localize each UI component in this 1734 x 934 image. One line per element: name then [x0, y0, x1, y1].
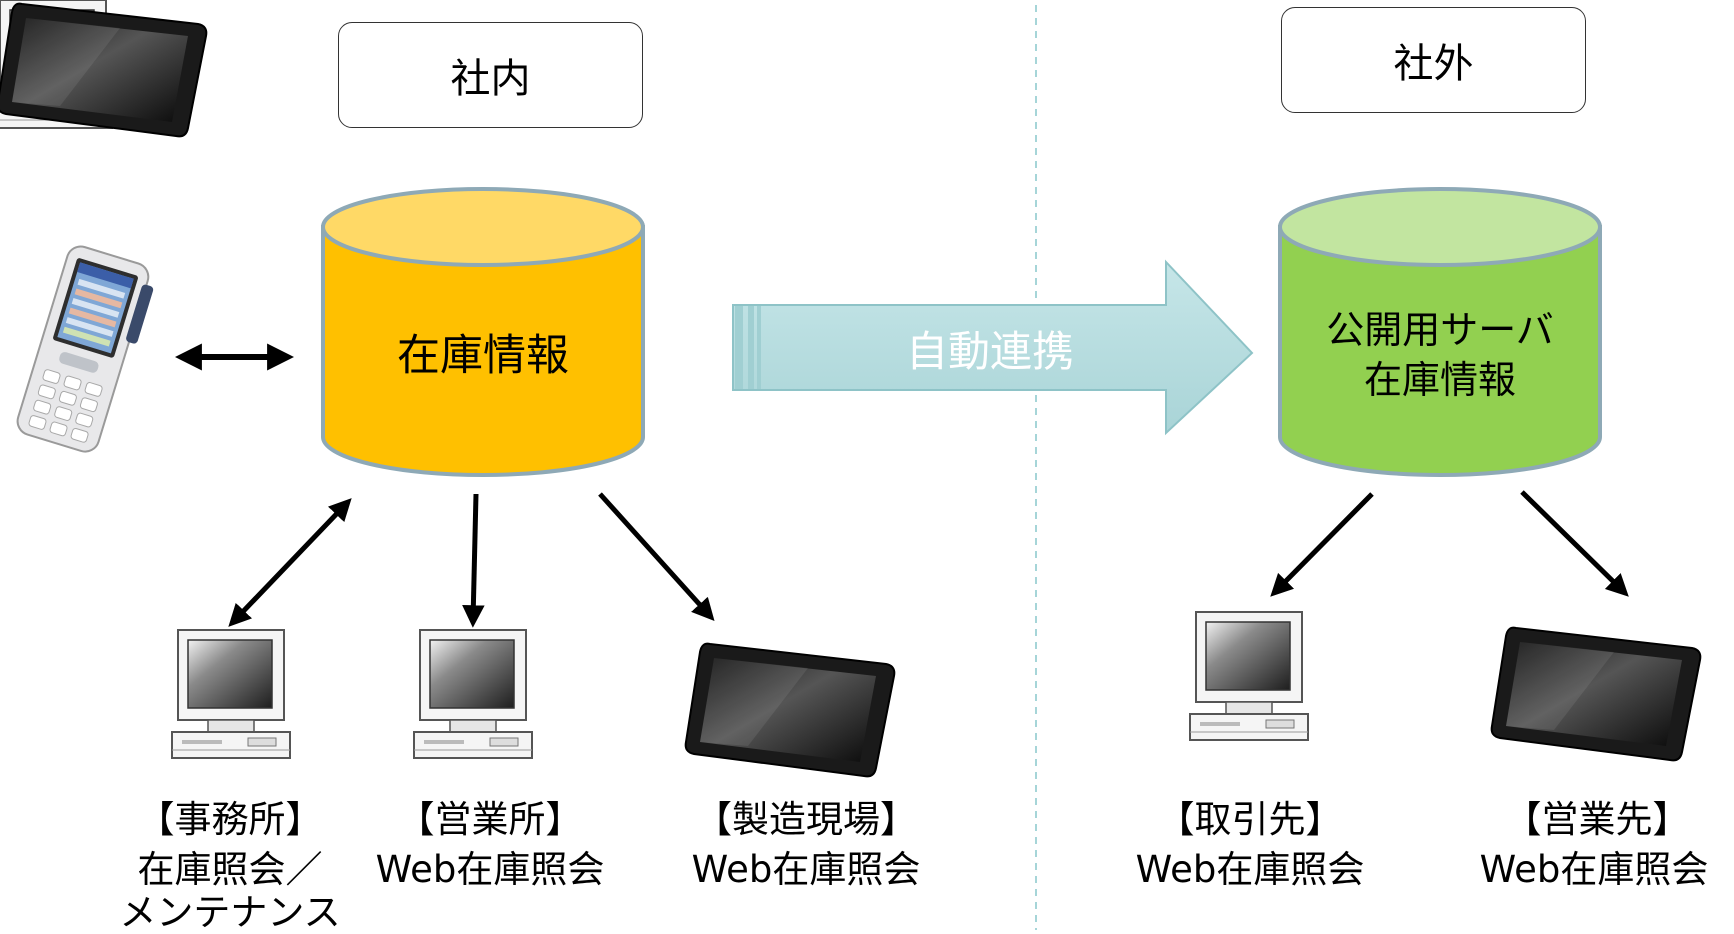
partner-pc-icon — [1189, 611, 1309, 741]
external-zone-label: 社外 — [1393, 41, 1474, 87]
sales-office-line1: Web在庫照会 — [375, 848, 605, 891]
external-db-cylinder — [1278, 187, 1602, 477]
office-line1: 在庫照会／ — [137, 848, 323, 891]
sync-arrow — [732, 259, 1254, 436]
sales-dest-arrow — [1520, 490, 1629, 597]
handheld-terminal-icon — [16, 245, 154, 453]
sales-office-pc-icon — [413, 629, 533, 759]
sales-dest-line1: Web在庫照会 — [1479, 848, 1709, 891]
internal-db-label: 在庫情報 — [397, 331, 569, 381]
sync-arrow-label: 自動連携 — [905, 327, 1074, 376]
partner-arrow — [1270, 492, 1374, 597]
sales-office-arrow — [462, 493, 485, 628]
factory-title: 【製造現場】 — [695, 798, 917, 841]
external-db-label-line2: 在庫情報 — [1363, 358, 1516, 402]
internal-db-cylinder — [321, 187, 645, 477]
office-title: 【事務所】 — [137, 798, 323, 841]
factory-tablet-icon — [684, 642, 896, 778]
factory-arrow — [598, 492, 715, 622]
partner-title: 【取引先】 — [1157, 798, 1343, 841]
external-zone-box: 社外 — [1281, 7, 1586, 113]
internal-zone-label: 社内 — [450, 56, 531, 102]
office-pc-icon — [171, 629, 291, 759]
external-db-label-line1: 公開用サーバ — [1326, 308, 1554, 352]
tablet-icon — [0, 2, 208, 138]
sales-dest-tablet-icon — [1490, 626, 1702, 762]
office-line2: メンテナンス — [119, 891, 341, 934]
internal-zone-box: 社内 — [338, 22, 643, 128]
office-arrow — [228, 498, 352, 627]
sales-dest-title: 【営業先】 — [1504, 798, 1690, 841]
sales-office-title: 【営業所】 — [397, 798, 583, 841]
factory-line1: Web在庫照会 — [691, 848, 921, 891]
partner-line1: Web在庫照会 — [1135, 848, 1365, 891]
